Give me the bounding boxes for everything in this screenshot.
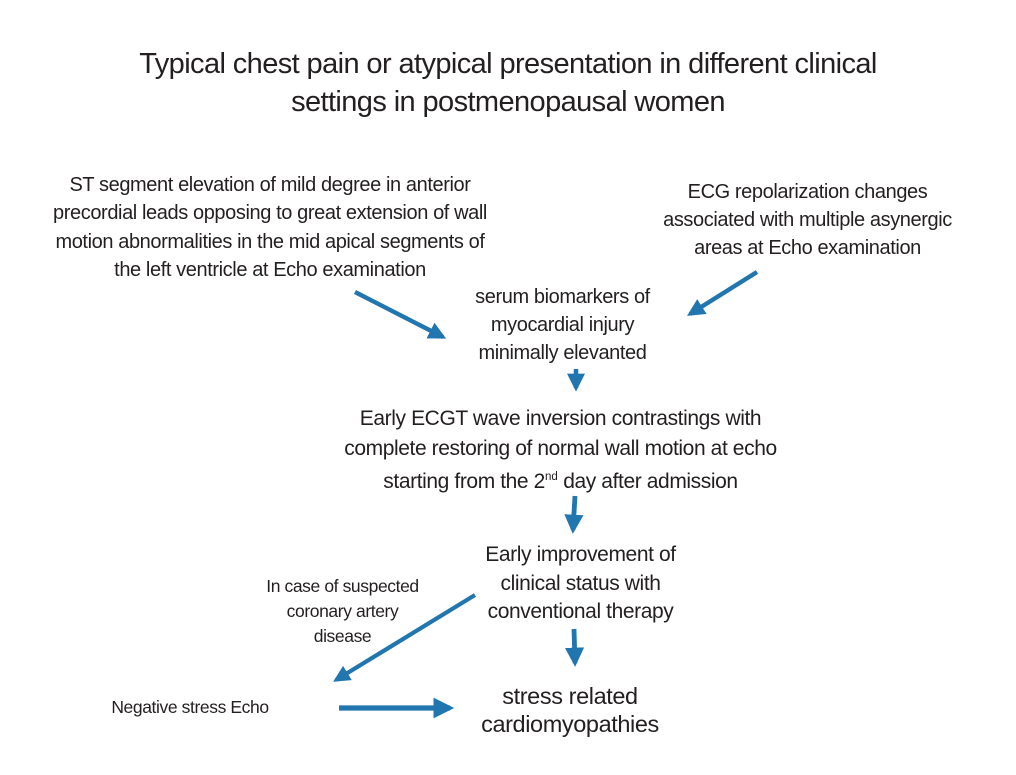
node-stress-cardiomyopathies: stress related cardiomyopathies: [455, 682, 685, 738]
text-line: Early improvement of: [485, 543, 676, 566]
diagram-title: Typical chest pain or atypical presentat…: [0, 46, 1016, 121]
text-line: Early ECGT wave inversion contrastings w…: [359, 407, 762, 430]
text-line: the left ventricle at Echo examination: [114, 259, 426, 282]
text-line: coronary artery: [286, 601, 399, 621]
text-line: precordial leads opposing to great exten…: [53, 202, 487, 225]
text-line: areas at Echo examination: [694, 237, 921, 259]
node-early-t-wave-inversion: Early ECGT wave inversion contrastings w…: [308, 404, 813, 497]
node-early-improvement: Early improvement of clinical status wit…: [468, 541, 693, 627]
text-line: myocardial injury: [490, 314, 635, 336]
text-line: minimally elevanted: [478, 342, 647, 364]
text-line: associated with multiple asynergic: [663, 209, 952, 231]
text-segment: day after admission: [557, 470, 738, 493]
text-line: starting from the 2nd day after admissio…: [308, 463, 813, 497]
text-line: Negative stress Echo: [111, 697, 269, 717]
text-line: disease: [313, 626, 372, 646]
text-line: complete restoring of normal wall motion…: [344, 436, 777, 460]
text-line: stress related: [502, 683, 638, 709]
text-line: motion abnormalities in the mid apical s…: [55, 230, 485, 253]
node-negative-stress-echo: Negative stress Echo: [95, 695, 285, 720]
text-line: serum biomarkers of: [475, 286, 650, 308]
text-line: ST segment elevation of mild degree in a…: [69, 174, 471, 196]
node-serum-biomarkers: serum biomarkers of myocardial injury mi…: [445, 283, 680, 367]
text-line: cardiomyopathies: [481, 711, 659, 737]
node-suspected-cad: In case of suspected coronary artery dis…: [250, 574, 435, 649]
text-line: clinical status with: [500, 571, 661, 595]
arrow-st-to-biomarkers: [353, 290, 447, 339]
text-line: ECG repolarization changes: [687, 181, 928, 203]
title-line: Typical chest pain or atypical presentat…: [139, 48, 877, 80]
node-st-segment-elevation: ST segment elevation of mild degree in a…: [10, 171, 530, 285]
arrow-improvement-down: [564, 628, 585, 667]
arrow-ecg-to-biomarkers: [687, 270, 759, 316]
arrow-twave-down: [564, 495, 584, 534]
text-line: In case of suspected: [266, 576, 419, 596]
text-segment: starting from the 2: [383, 470, 545, 493]
node-ecg-repolarization: ECG repolarization changes associated wi…: [645, 178, 970, 262]
title-line: settings in postmenopausal women: [291, 85, 725, 118]
superscript-ordinal: nd: [544, 471, 558, 483]
text-line: conventional therapy: [487, 600, 674, 623]
